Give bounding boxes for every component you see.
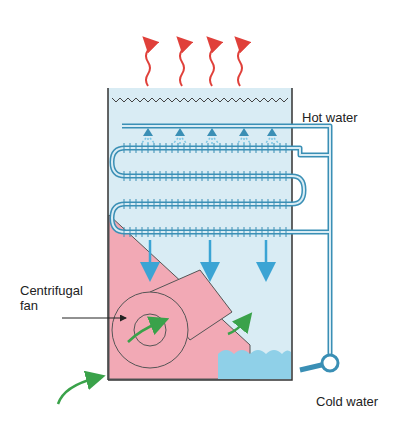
part-label: Centrifugal fan bbox=[20, 283, 98, 313]
part-label: Hot water bbox=[302, 110, 358, 125]
part-label: Cold water bbox=[316, 394, 378, 409]
